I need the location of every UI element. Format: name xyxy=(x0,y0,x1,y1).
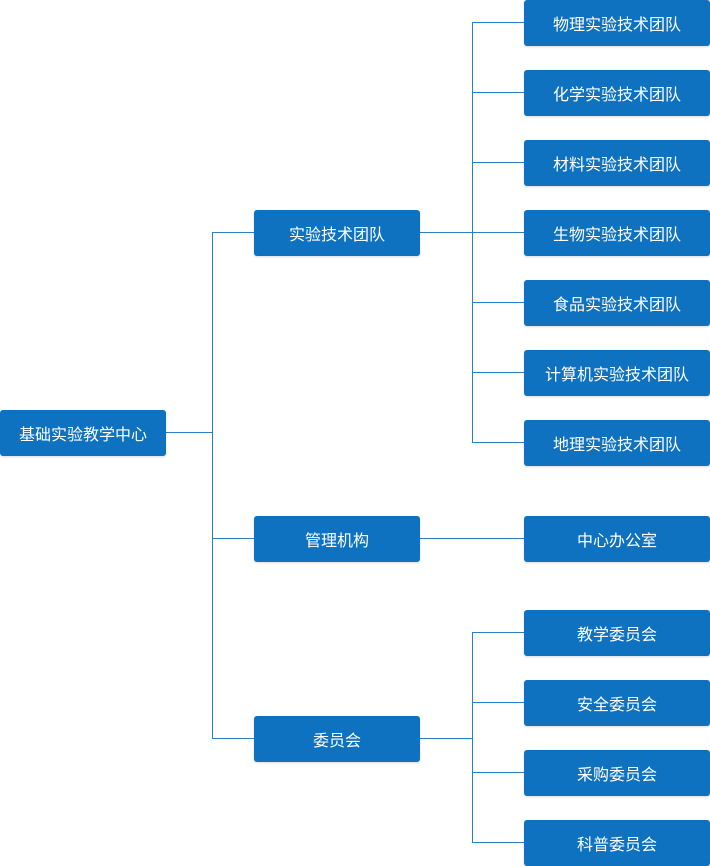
connector-leaf-0-2 xyxy=(472,162,524,163)
branch-node-management: 管理机构 xyxy=(254,516,420,562)
connector-leaf-0-1 xyxy=(472,92,524,93)
leaf-node-teaching-committee: 教学委员会 xyxy=(524,610,710,656)
leaf-node-procurement-committee: 采购委员会 xyxy=(524,750,710,796)
leaf-node-science-committee: 科普委员会 xyxy=(524,820,710,866)
connector-trunk-branch-0 xyxy=(212,232,254,233)
leaf-node-biology-team: 生物实验技术团队 xyxy=(524,210,710,256)
leaf-node-chemistry-team: 化学实验技术团队 xyxy=(524,70,710,116)
connector-root-trunk xyxy=(212,232,213,739)
leaf-node-geography-team: 地理实验技术团队 xyxy=(524,420,710,466)
leaf-node-safety-committee: 安全委员会 xyxy=(524,680,710,726)
connector-leaf-2-3 xyxy=(472,842,524,843)
branch-node-committee: 委员会 xyxy=(254,716,420,762)
leaf-node-computer-team: 计算机实验技术团队 xyxy=(524,350,710,396)
connector-trunk-branch-2 xyxy=(212,738,254,739)
leaf-node-physics-team: 物理实验技术团队 xyxy=(524,0,710,46)
connector-leaf-0-5 xyxy=(472,372,524,373)
connector-root-out xyxy=(166,432,212,433)
leaf-node-food-team: 食品实验技术团队 xyxy=(524,280,710,326)
connector-branch-2-trunk xyxy=(472,632,473,843)
connector-branch-0-out xyxy=(420,232,472,233)
connector-leaf-0-6 xyxy=(472,442,524,443)
leaf-node-materials-team: 材料实验技术团队 xyxy=(524,140,710,186)
connector-leaf-2-2 xyxy=(472,772,524,773)
connector-leaf-2-0 xyxy=(472,632,524,633)
connector-leaf-0-3 xyxy=(472,232,524,233)
connector-leaf-0-4 xyxy=(472,302,524,303)
leaf-node-center-office: 中心办公室 xyxy=(524,516,710,562)
connector-leaf-2-1 xyxy=(472,702,524,703)
connector-branch-2-out xyxy=(420,738,472,739)
connector-branch-1-out xyxy=(420,538,524,539)
branch-node-experiment-team: 实验技术团队 xyxy=(254,210,420,256)
connector-leaf-0-0 xyxy=(472,22,524,23)
connector-trunk-branch-1 xyxy=(212,538,254,539)
root-node: 基础实验教学中心 xyxy=(0,410,166,456)
